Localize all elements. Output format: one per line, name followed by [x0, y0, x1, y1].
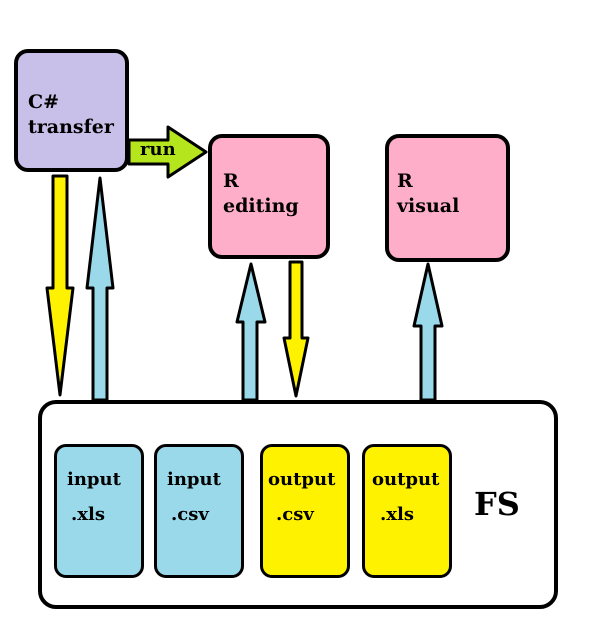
node-r-visual: R visual: [385, 134, 510, 262]
node-r-editing-line1: R: [223, 170, 239, 192]
arrow-r-editing-to-fs: [282, 260, 310, 398]
node-csharp-transfer: C# transfer: [14, 49, 129, 172]
node-r-editing-line2: editing: [223, 195, 299, 217]
fs-label: FS: [474, 485, 520, 523]
node-csharp-line2: transfer: [28, 116, 114, 138]
file-output-xls-line1: output: [372, 469, 440, 490]
file-input-xls: input .xls: [54, 444, 144, 578]
file-input-xls-line1: input: [67, 469, 121, 490]
file-output-csv-line2: .csv: [276, 504, 314, 525]
arrow-fs-to-csharp: [85, 176, 115, 402]
file-output-xls: output .xls: [362, 444, 452, 578]
arrow-csharp-to-fs: [45, 174, 75, 397]
node-r-editing: R editing: [208, 134, 330, 259]
node-r-visual-line1: R: [397, 170, 413, 192]
file-input-csv-line1: input: [167, 469, 221, 490]
file-output-csv: output .csv: [260, 444, 350, 578]
file-input-xls-line2: .xls: [71, 504, 105, 525]
arrow-csharp-run-r-editing: [127, 125, 208, 179]
arrow-fs-to-r-editing: [235, 262, 267, 402]
node-r-visual-line2: visual: [397, 195, 460, 217]
file-output-xls-line2: .xls: [380, 504, 414, 525]
run-edge-label: run: [140, 139, 176, 160]
arrow-fs-to-r-visual: [412, 262, 444, 402]
file-input-csv: input .csv: [154, 444, 244, 578]
file-output-csv-line1: output: [268, 469, 336, 490]
node-csharp-line1: C#: [28, 91, 60, 113]
file-input-csv-line2: .csv: [171, 504, 209, 525]
